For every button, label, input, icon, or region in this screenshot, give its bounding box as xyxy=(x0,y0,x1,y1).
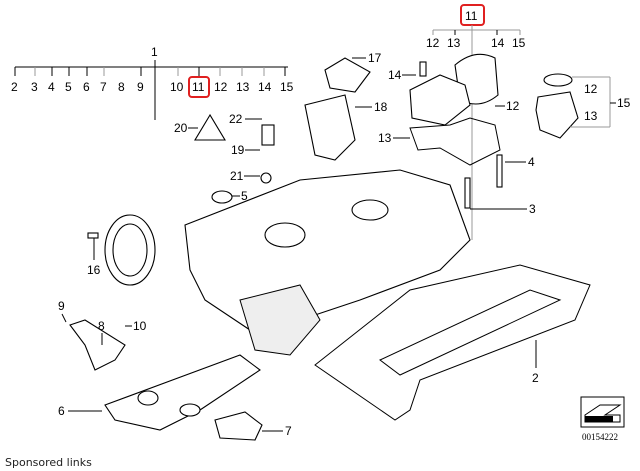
callout-14-top[interactable]: 14 xyxy=(491,36,505,50)
oil-separator-cover[interactable] xyxy=(409,53,499,126)
cylinder-head-cover[interactable] xyxy=(184,169,471,356)
highlight-box xyxy=(188,76,210,98)
callout-5[interactable]: 5 xyxy=(65,80,72,94)
callout-12[interactable]: 12 xyxy=(214,80,228,94)
callout-13-right[interactable]: 13 xyxy=(584,109,598,123)
main-group-tree: 1 2 3 4 5 6 7 8 9 10 11 12 13 14 15 xyxy=(11,45,294,120)
small-parts[interactable] xyxy=(87,113,503,239)
bracket-8[interactable] xyxy=(69,319,126,371)
callout-10[interactable]: 10 xyxy=(170,80,184,94)
callout-14[interactable]: 14 xyxy=(258,80,272,94)
callout-4[interactable]: 4 xyxy=(528,155,535,169)
callout-15-right[interactable]: 15 xyxy=(617,96,631,110)
callout-2[interactable]: 2 xyxy=(532,371,539,385)
bracket-7[interactable] xyxy=(214,411,263,441)
throttle-housing[interactable] xyxy=(104,214,156,286)
callout-12-gasket[interactable]: 12 xyxy=(506,99,520,113)
group-11-tree: 11 12 13 14 15 xyxy=(426,4,526,240)
diagram-code: 00154222 xyxy=(582,432,618,442)
valve-cover-gasket[interactable] xyxy=(314,264,591,421)
callout-5[interactable]: 5 xyxy=(241,189,248,203)
callout-19[interactable]: 19 xyxy=(231,143,245,157)
gasket-ring-group[interactable] xyxy=(535,73,611,139)
callout-12-ring[interactable]: 12 xyxy=(584,82,598,96)
callout-7[interactable]: 7 xyxy=(285,424,292,438)
callout-22[interactable]: 22 xyxy=(229,112,243,126)
sponsored-links-heading: Sponsored links xyxy=(5,456,92,469)
callout-4[interactable]: 4 xyxy=(48,80,55,94)
seal-18[interactable] xyxy=(304,57,371,161)
callout-3[interactable]: 3 xyxy=(31,80,38,94)
callouts: 17 14 18 12 12 15 13 13 22 20 19 21 5 4 … xyxy=(58,51,631,438)
callout-2[interactable]: 2 xyxy=(11,80,18,94)
callout-13-top[interactable]: 13 xyxy=(447,36,461,50)
callout-11-top[interactable]: 11 xyxy=(465,9,478,23)
heat-shield-6[interactable] xyxy=(104,354,261,431)
callout-15-top[interactable]: 15 xyxy=(512,36,526,50)
callout-7[interactable]: 7 xyxy=(100,80,107,94)
callout-6[interactable]: 6 xyxy=(58,404,65,418)
callout-13[interactable]: 13 xyxy=(236,80,250,94)
callout-12-top[interactable]: 12 xyxy=(426,36,440,50)
callout-6[interactable]: 6 xyxy=(83,80,90,94)
callout-3[interactable]: 3 xyxy=(529,202,536,216)
callout-8[interactable]: 8 xyxy=(118,80,125,94)
cover-gasket[interactable] xyxy=(409,117,501,166)
callout-9[interactable]: 9 xyxy=(58,299,65,313)
callout-14-bolt[interactable]: 14 xyxy=(388,68,402,82)
callout-13-gasket[interactable]: 13 xyxy=(378,131,392,145)
callout-18[interactable]: 18 xyxy=(374,100,388,114)
callout-21[interactable]: 21 xyxy=(230,169,244,183)
diagram-arrow-icon xyxy=(580,396,625,428)
callout-11[interactable]: 11 xyxy=(192,80,205,94)
callout-20[interactable]: 20 xyxy=(174,121,188,135)
callout-9[interactable]: 9 xyxy=(137,80,144,94)
callout-1[interactable]: 1 xyxy=(151,45,158,59)
callout-15[interactable]: 15 xyxy=(280,80,294,94)
callout-16[interactable]: 16 xyxy=(87,263,101,277)
callout-8[interactable]: 8 xyxy=(98,319,105,333)
callout-17[interactable]: 17 xyxy=(368,51,382,65)
callout-10[interactable]: 10 xyxy=(133,319,147,333)
